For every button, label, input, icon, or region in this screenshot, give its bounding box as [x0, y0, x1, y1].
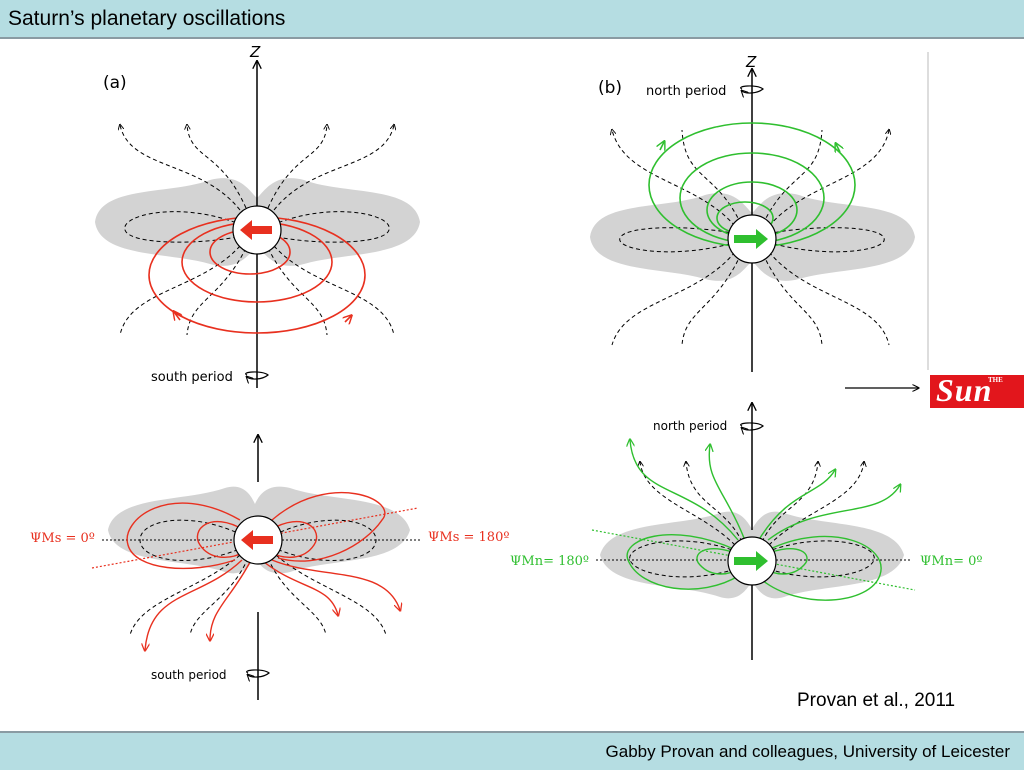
rotation-icon-c	[246, 669, 270, 677]
panel-b-period: north period	[646, 84, 726, 99]
panel-a: (a) Z south period	[95, 43, 420, 388]
footer-bar: Gabby Provan and colleagues, University …	[0, 731, 1024, 770]
panel-a-period: south period	[151, 370, 233, 385]
dipole-arrow-a	[240, 220, 272, 240]
field-lines-c-red	[126, 492, 400, 650]
logo-name: Sun	[936, 375, 993, 408]
panel-d-period: north period	[653, 419, 727, 433]
slide-title: Saturn’s planetary oscillations	[8, 7, 286, 30]
panel-c: ΨMs = 0º ΨMs = 180º south period	[30, 436, 509, 700]
the-sun-logo: THE Sun	[930, 375, 1024, 408]
field-lines-d	[629, 462, 875, 578]
z-axis-b-label: Z	[745, 53, 757, 71]
rotation-icon-b	[740, 85, 764, 93]
footer-credit: Gabby Provan and colleagues, University …	[605, 742, 1010, 761]
psi-label-c-right: ΨMs = 180º	[428, 530, 509, 545]
dipole-arrow-d	[734, 551, 768, 571]
panel-c-period: south period	[151, 668, 227, 682]
psi-label-d-left: ΨMn= 180º	[510, 554, 589, 569]
diagram-canvas: (a) Z south period (b) Z	[30, 43, 983, 700]
field-lines-d-green	[627, 440, 900, 601]
dipole-arrow-b	[734, 229, 768, 249]
panel-b-label: (b)	[598, 78, 622, 98]
rotation-icon-a	[245, 371, 269, 379]
rotation-icon-d	[740, 422, 764, 430]
psi-label-c-left: ΨMs = 0º	[30, 531, 95, 546]
psi-label-d-right: ΨMn= 0º	[920, 554, 983, 569]
field-lines-a	[120, 125, 394, 336]
panel-b: (b) Z north period	[590, 53, 915, 372]
z-axis-a-label: Z	[249, 43, 261, 61]
citation-text: Provan et al., 2011	[797, 690, 956, 711]
logo-small-text: THE	[988, 376, 1003, 384]
panel-d: ΨMn= 180º ΨMn= 0º north period	[510, 404, 983, 660]
dipole-arrow-c	[241, 530, 273, 550]
title-bar: Saturn’s planetary oscillations	[0, 0, 1024, 39]
panel-a-label: (a)	[103, 73, 127, 93]
